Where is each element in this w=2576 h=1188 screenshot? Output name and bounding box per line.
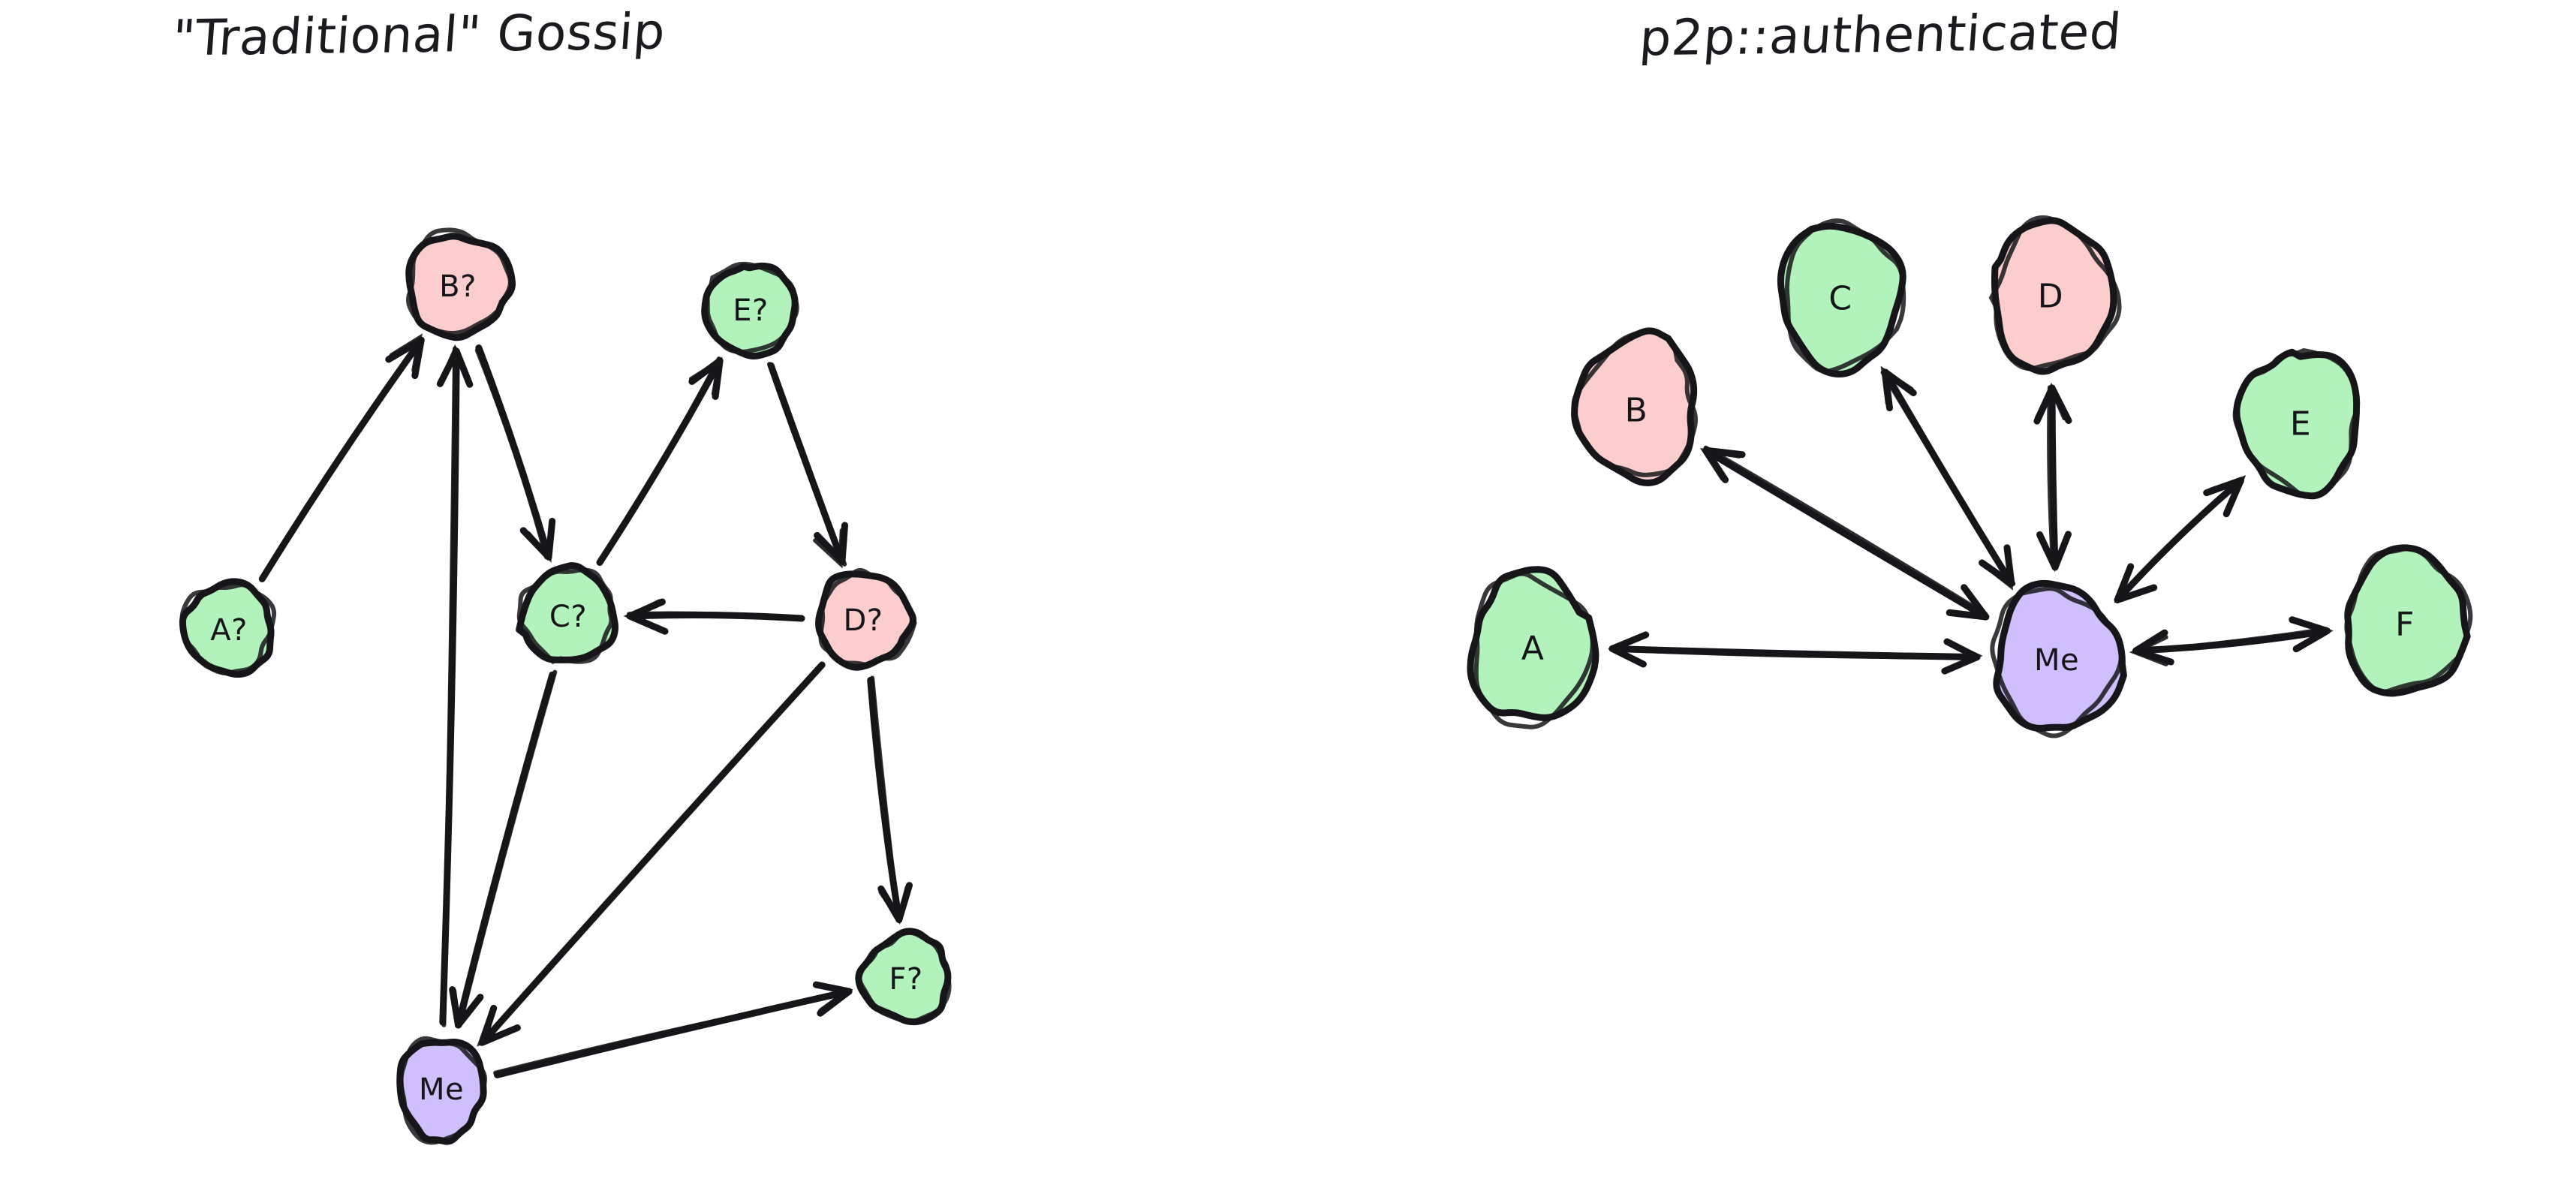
node-traditional-gossip-B[interactable]: B? xyxy=(405,227,516,341)
edge-traditional-gossip-A-to-B xyxy=(258,333,425,582)
edge-traditional-gossip-D-to-F xyxy=(867,675,913,925)
edge-traditional-gossip-Me-to-F xyxy=(493,981,853,1078)
edge-traditional-gossip-C-to-E xyxy=(596,356,724,566)
edge-traditional-gossip-C-to-Me xyxy=(449,669,558,1029)
edge-traditional-gossip-D-to-Me xyxy=(477,661,826,1047)
node-traditional-gossip-F[interactable]: F? xyxy=(855,928,952,1026)
node-traditional-gossip-Me[interactable]: Me xyxy=(396,1036,487,1145)
edge-traditional-gossip-B-to-C xyxy=(474,344,556,563)
edge-group-p2p-authenticated xyxy=(1608,365,2334,675)
edge-p2p-authenticated-Me-to-F xyxy=(2129,616,2334,666)
node-p2p-authenticated-C[interactable]: C xyxy=(1777,218,1906,378)
node-p2p-authenticated-A[interactable]: A xyxy=(1467,566,1599,729)
edge-traditional-gossip-Me-to-B xyxy=(436,344,474,1027)
edge-group-traditional-gossip xyxy=(258,333,913,1078)
node-p2p-authenticated-B[interactable]: B xyxy=(1571,327,1699,486)
node-traditional-gossip-D[interactable]: D? xyxy=(815,567,917,671)
node-traditional-gossip-C[interactable]: C? xyxy=(516,562,619,665)
node-traditional-gossip-E[interactable]: E? xyxy=(701,261,799,359)
edge-p2p-authenticated-Me-to-B xyxy=(1699,445,1990,621)
node-traditional-gossip-A[interactable]: A? xyxy=(179,578,277,678)
node-p2p-authenticated-Me[interactable]: Me xyxy=(1990,579,2127,738)
node-p2p-authenticated-E[interactable]: E xyxy=(2232,347,2361,500)
node-p2p-authenticated-D[interactable]: D xyxy=(1988,215,2122,375)
edge-traditional-gossip-D-to-C xyxy=(623,598,805,635)
edge-p2p-authenticated-Me-to-C xyxy=(1880,365,2016,591)
edge-p2p-authenticated-Me-to-E xyxy=(2114,475,2246,603)
node-p2p-authenticated-F[interactable]: F xyxy=(2344,544,2473,697)
edge-traditional-gossip-E-to-D xyxy=(767,362,848,569)
edge-p2p-authenticated-Me-to-D xyxy=(2033,382,2072,573)
edge-p2p-authenticated-Me-to-A xyxy=(1608,631,1983,675)
